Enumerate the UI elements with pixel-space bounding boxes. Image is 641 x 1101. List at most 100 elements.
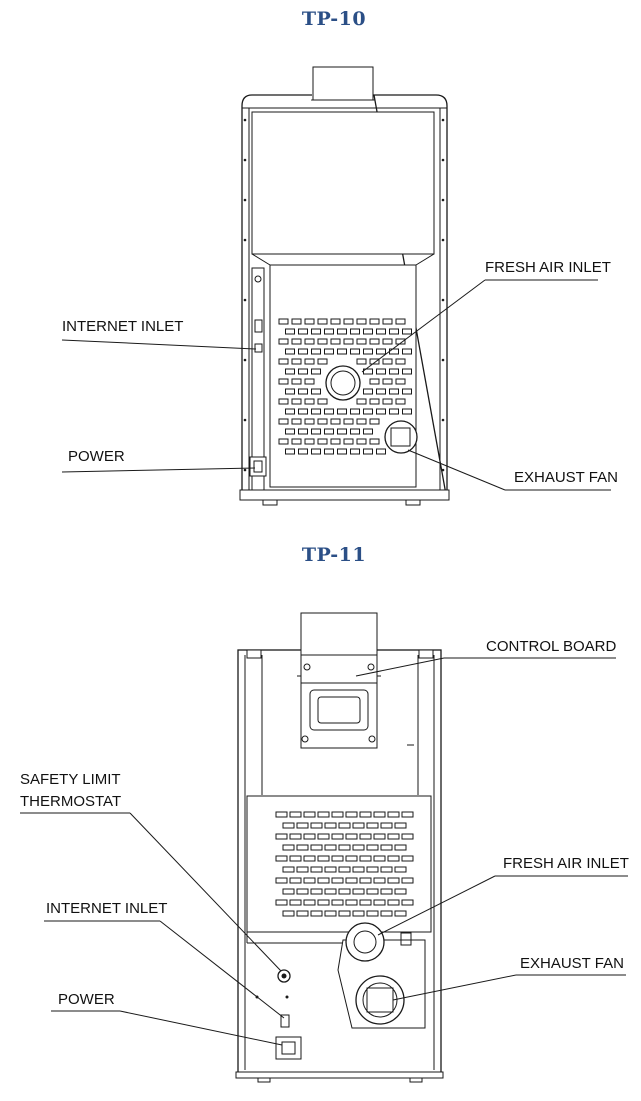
vent-slot [363,408,373,415]
vent-slot [291,318,302,325]
vent-slot [324,448,334,455]
vent-slot [298,428,308,435]
vent-slot [401,855,414,862]
vent-slot [363,348,373,355]
vent-slot [373,811,386,818]
vent-slot [298,388,308,395]
vent-slot [310,888,323,895]
vent-slot [382,338,393,345]
tp11-fresh-air-inlet [345,922,385,962]
vent-slot [389,328,399,335]
vent-slot [387,877,400,884]
vent-slot [324,844,337,851]
vent-slot [303,899,316,906]
vent-slot [394,888,407,895]
vent-slot [376,328,386,335]
vent-slot [369,398,380,405]
vent-slot [324,888,337,895]
vent-slot [363,388,373,395]
vent-slot [337,428,347,435]
vent-slot [359,833,372,840]
vent-slot [330,318,341,325]
vent-slot [304,438,315,445]
vent-slot [311,388,321,395]
vent-slot [389,368,399,375]
vent-slot [317,318,328,325]
vent-slot [298,328,308,335]
vent-slot [337,408,347,415]
tp11-title: TP-11 [302,544,366,566]
vent-slot [303,811,316,818]
vent-slot [324,866,337,873]
vent-slot [345,899,358,906]
vent-slot [338,866,351,873]
vent-slot [394,822,407,829]
vent-slot [282,822,295,829]
vent-slot [285,428,295,435]
tp10-power-socket [249,456,267,477]
vent-slot [324,910,337,917]
vent-slot [278,338,289,345]
vent-slot [376,368,386,375]
vent-slot [303,855,316,862]
tp10-top-box [312,66,374,104]
vent-slot [310,844,323,851]
vent-slot [282,910,295,917]
vent-slot [291,338,302,345]
tp10-exhaust-fan [384,420,418,454]
vent-slot [380,844,393,851]
vent-slot [291,378,302,385]
vent-slot [324,328,334,335]
vent-slot [369,418,380,425]
vent-slot [389,348,399,355]
vent-slot [275,811,288,818]
tp11-control-board [300,654,378,749]
vent-slot [401,811,414,818]
vent-slot [345,811,358,818]
vent-slot [369,358,380,365]
vent-slot [278,418,289,425]
vent-slot [337,448,347,455]
vent-slot [359,899,372,906]
vent-slot [278,378,289,385]
vent-slot [356,398,367,405]
vent-slot [298,348,308,355]
vent-slot [311,328,321,335]
vent-slot [338,910,351,917]
vent-slot [356,418,367,425]
vent-slot [387,899,400,906]
vent-slot [285,348,295,355]
vent-slot [366,844,379,851]
vent-slot [380,910,393,917]
vent-slot [317,438,328,445]
vent-slot [311,348,321,355]
vent-slot [311,428,321,435]
vent-slot [395,358,406,365]
vent-slot [330,338,341,345]
tp11-label-internet-inlet: INTERNET INLET [46,900,167,917]
vent-slot [356,318,367,325]
vent-slot [324,428,334,435]
vent-slot [345,855,358,862]
vent-slot [387,833,400,840]
tp10-base [239,489,450,501]
vent-slot [345,877,358,884]
vent-slot [366,866,379,873]
vent-slot [291,358,302,365]
vent-slot [350,448,360,455]
vent-slot [337,328,347,335]
vent-slot [373,855,386,862]
tp11-label-exhaust-fan: EXHAUST FAN [520,955,624,972]
vent-slot [311,408,321,415]
vent-slot [298,368,308,375]
vent-slot [401,899,414,906]
vent-slot [389,408,399,415]
vent-slot [352,910,365,917]
vent-slot [356,338,367,345]
vent-slot [338,844,351,851]
tp11-internet-port [280,1014,290,1028]
tp10-internet-port [254,343,263,353]
vent-slot [382,378,393,385]
vent-slot [343,318,354,325]
